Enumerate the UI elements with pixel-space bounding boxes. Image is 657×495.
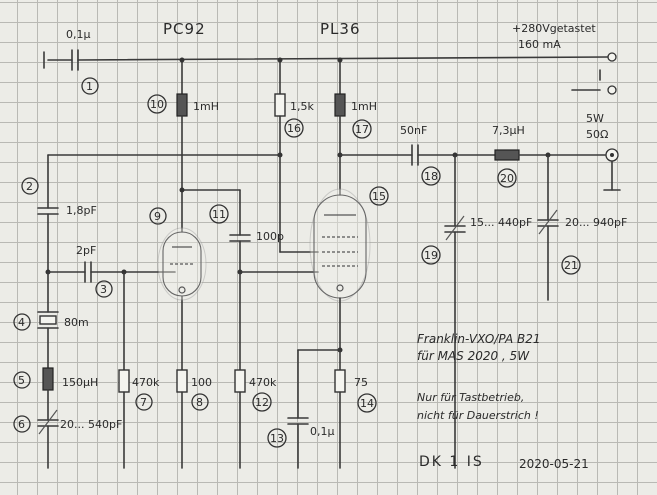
c11-label: 100p [256, 230, 284, 243]
svg-text:19: 19 [424, 249, 438, 262]
marker-4: 4 [13, 313, 31, 331]
marker-11: 11 [209, 204, 229, 224]
marker-15: 15 [369, 186, 389, 206]
svg-text:5: 5 [18, 374, 25, 387]
marker-5: 5 [13, 371, 31, 389]
l10-label: 1mH [193, 100, 219, 113]
svg-text:15: 15 [372, 190, 386, 203]
svg-text:20: 20 [500, 172, 514, 185]
marker-14: 14 [357, 393, 377, 413]
tube-label-pc92: PC92 [163, 20, 206, 38]
marker-7: 7 [135, 393, 153, 411]
marker-19: 19 [421, 245, 441, 265]
svg-text:1: 1 [86, 80, 93, 93]
date: 2020-05-21 [519, 457, 589, 471]
marker-10: 10 [147, 94, 167, 114]
r12-label: 470k [249, 376, 277, 389]
svg-text:6: 6 [18, 418, 25, 431]
marker-3: 3 [95, 280, 113, 298]
svg-text:12: 12 [255, 396, 269, 409]
remark-line-2: nicht für Dauerstrich ! [417, 409, 539, 422]
l17-label: 1mH [351, 100, 377, 113]
l20-label: 7,3μH [492, 124, 525, 137]
svg-text:11: 11 [212, 208, 226, 221]
c18-label: 50nF [400, 124, 427, 137]
title-line-2: für MAS 2020 , 5W [417, 349, 530, 363]
l5-label: 150μH [62, 376, 98, 389]
impedance-label: 50Ω [586, 128, 608, 141]
callsign: DK 1 IS [419, 454, 484, 470]
marker-17: 17 [352, 119, 372, 139]
r16-label: 1,5k [290, 100, 314, 113]
svg-text:13: 13 [270, 432, 284, 445]
c19-label: 15... 440pF [470, 216, 532, 229]
remark-line-1: Nur für Tastbetrieb, [417, 391, 525, 404]
marker-2: 2 [21, 177, 39, 195]
marker-6: 6 [13, 415, 31, 433]
crystal-label: 80m [64, 316, 89, 329]
svg-text:9: 9 [154, 210, 161, 223]
title-block: Franklin-VXO/PA B21 für MAS 2020 , 5W Nu… [405, 318, 645, 488]
svg-text:2: 2 [26, 180, 33, 193]
marker-13: 13 [267, 428, 287, 448]
svg-text:7: 7 [140, 396, 147, 409]
svg-text:14: 14 [360, 397, 374, 410]
svg-text:3: 3 [100, 283, 107, 296]
svg-text:21: 21 [564, 259, 578, 272]
marker-9: 9 [149, 207, 167, 225]
output-power-label: 5W [586, 112, 604, 125]
supply-voltage-label: +280Vgetastet [512, 22, 596, 35]
marker-18: 18 [421, 166, 441, 186]
svg-text:4: 4 [18, 316, 25, 329]
r8-label: 100 [191, 376, 212, 389]
c2-label: 1,8pF [66, 204, 97, 217]
marker-16: 16 [284, 118, 304, 138]
supply-current-label: 160 mA [518, 38, 561, 51]
c1-label: 0,1μ [66, 28, 91, 41]
c13-label: 0,1μ [310, 425, 335, 438]
svg-text:10: 10 [150, 98, 164, 111]
marker-1: 1 [81, 77, 99, 95]
svg-text:8: 8 [196, 396, 203, 409]
marker-8: 8 [191, 393, 209, 411]
c21-label: 20... 940pF [565, 216, 627, 229]
svg-text:17: 17 [355, 123, 369, 136]
c3-label: 2pF [76, 244, 96, 257]
r7-label: 470k [132, 376, 160, 389]
c6-label: 20... 540pF [60, 418, 122, 431]
r14-label: 75 [354, 376, 368, 389]
tube-label-pl36: PL36 [320, 20, 361, 38]
marker-21: 21 [561, 255, 581, 275]
marker-20: 20 [497, 168, 517, 188]
marker-12: 12 [252, 392, 272, 412]
title-line-1: Franklin-VXO/PA B21 [417, 332, 541, 346]
svg-text:16: 16 [287, 122, 301, 135]
svg-text:18: 18 [424, 170, 438, 183]
